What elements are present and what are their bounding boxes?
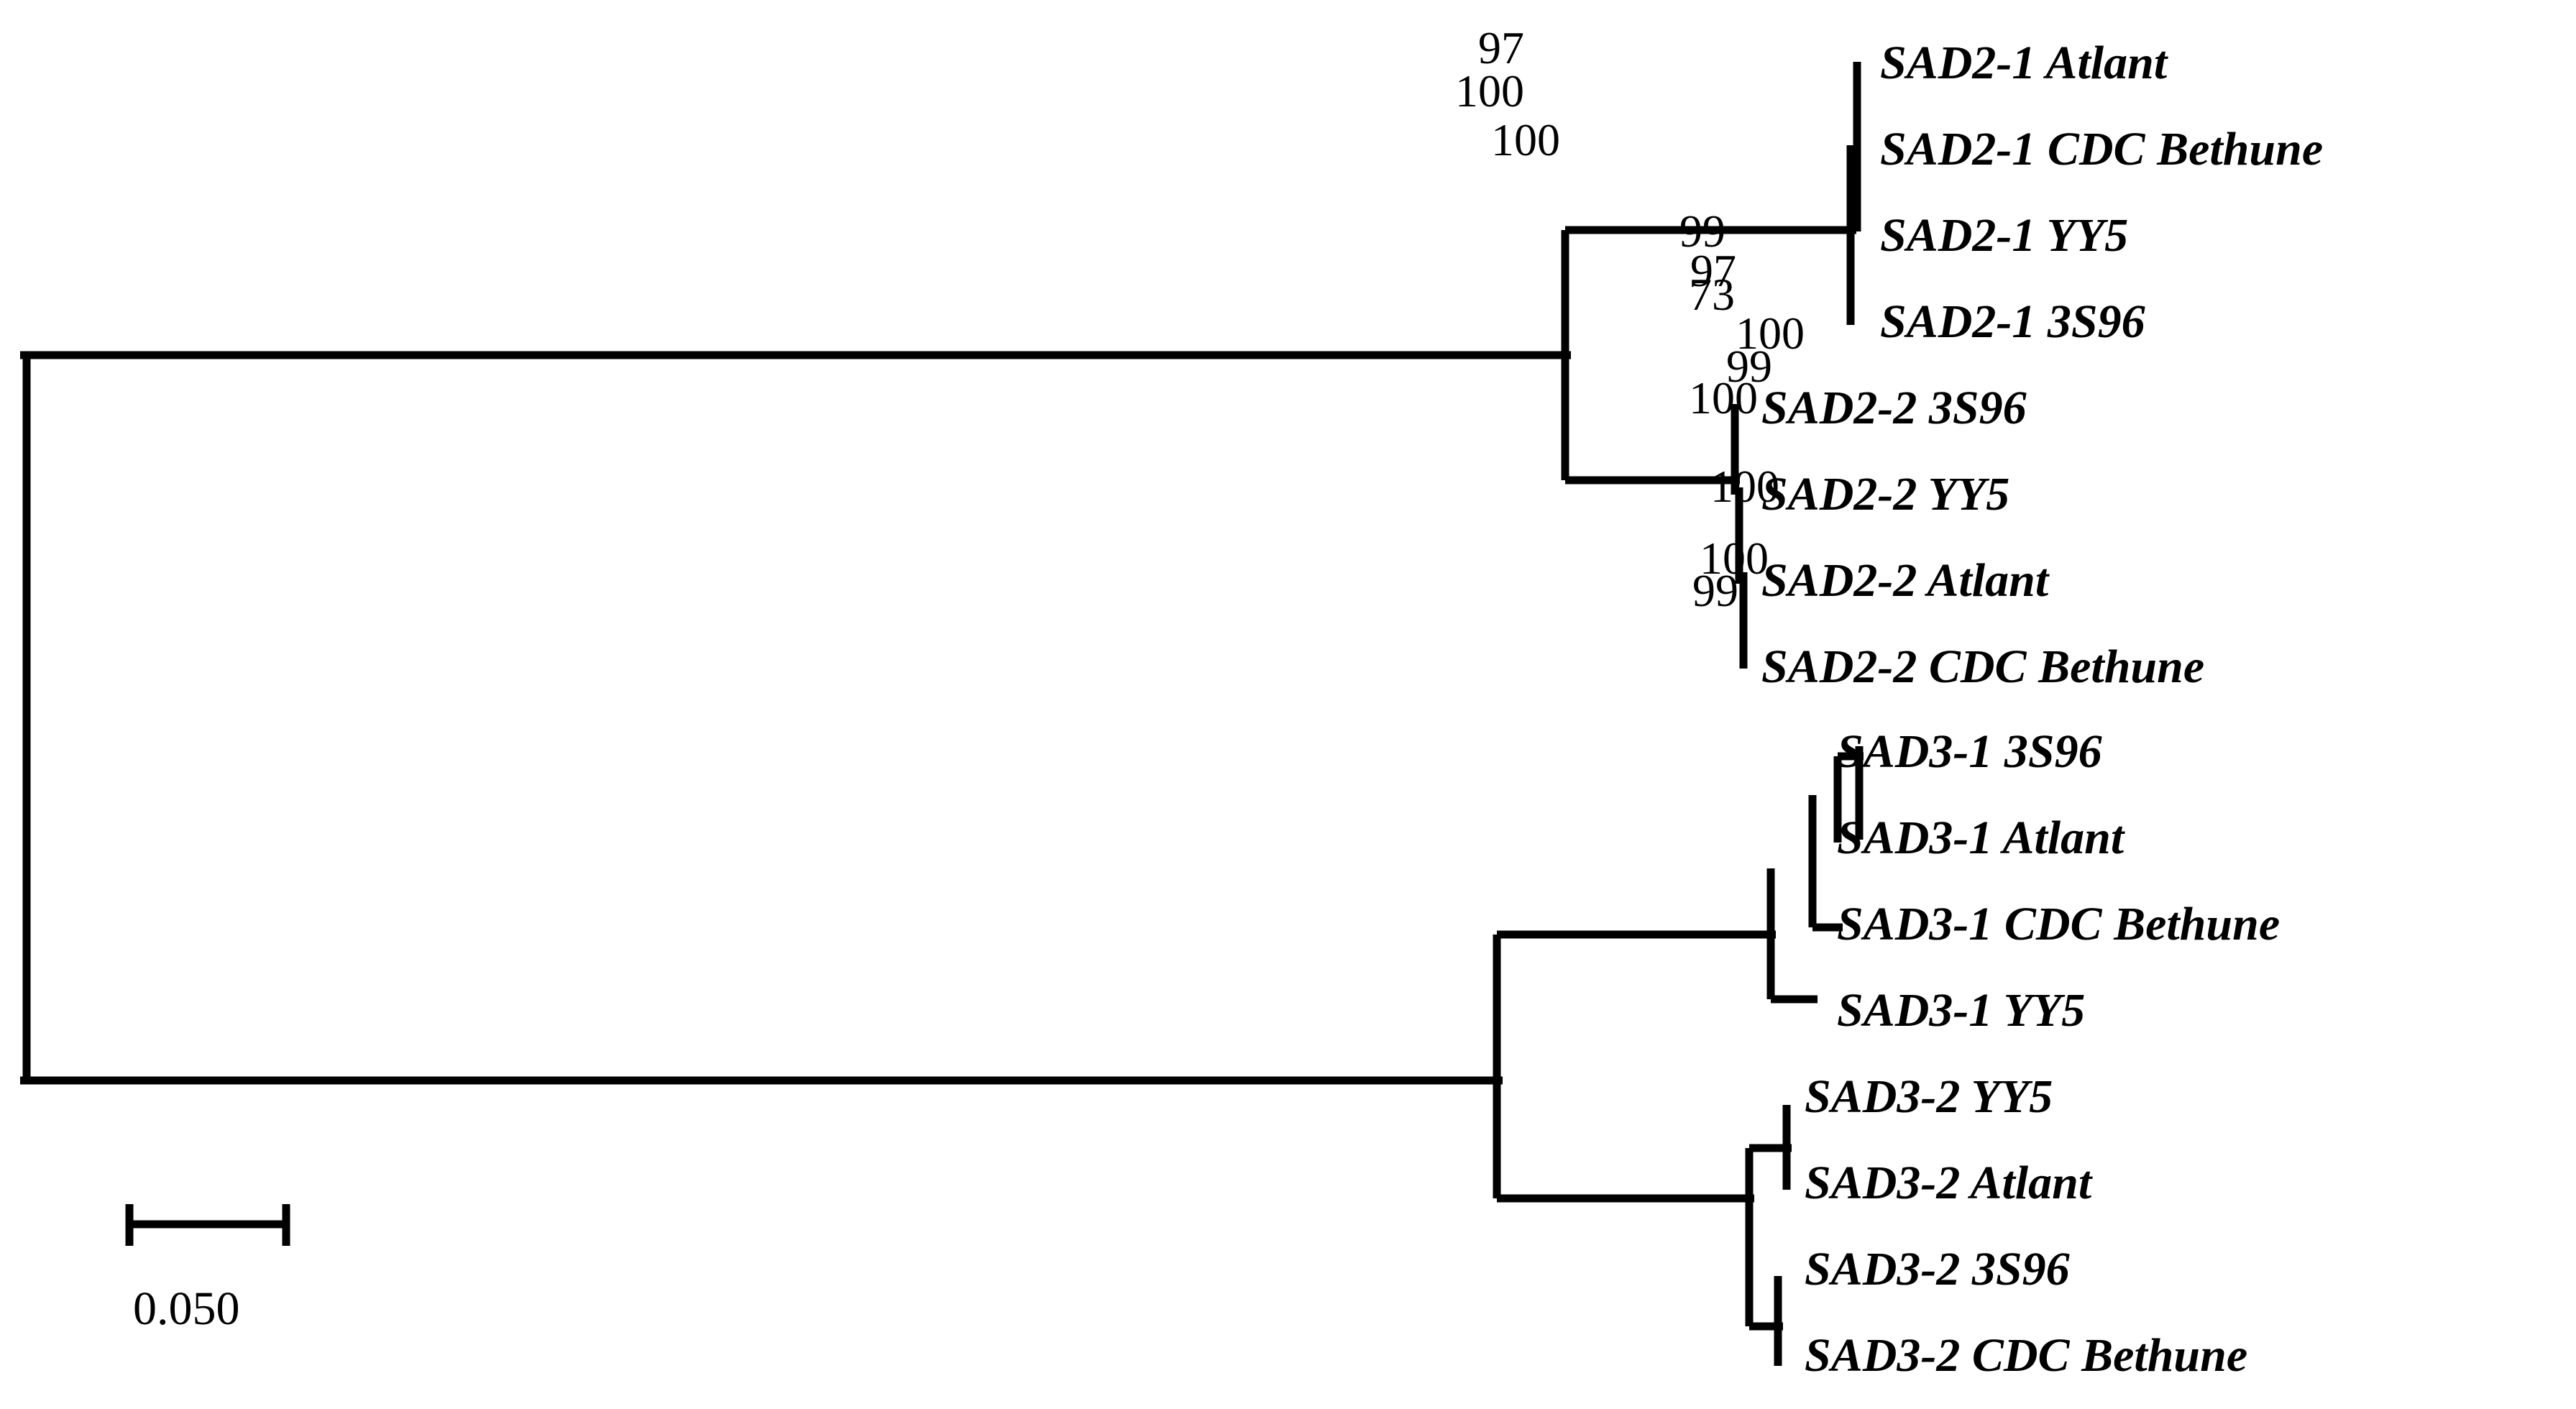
tip-label-sad2-1-3s96: SAD2-1 3S96 xyxy=(1880,295,2145,348)
tip-label-sad2-2-atlant: SAD2-2 Atlant xyxy=(1761,554,2049,607)
support-value-sad3-2-lower: 100 xyxy=(1700,533,1769,584)
tip-label-sad3-1-3s96: SAD3-1 3S96 xyxy=(1837,725,2102,778)
tip-label-sad2-2-3s96: SAD2-2 3S96 xyxy=(1761,382,2027,434)
support-value-sad3-1-mid: 99 xyxy=(1726,341,1772,392)
tip-label-sad2-2-cdc-bethune: SAD2-2 CDC Bethune xyxy=(1761,641,2205,693)
support-value-sad2-2-outer: 99 xyxy=(1679,206,1725,257)
support-value-sad2-2-mid: 97 xyxy=(1690,245,1736,296)
tip-label-sad3-1-cdc-bethune: SAD3-1 CDC Bethune xyxy=(1837,898,2281,950)
support-value-sad3-2-inner: 99 xyxy=(1692,565,1738,616)
support-value-sad2-1: 100 xyxy=(1455,65,1524,116)
support-value-sad2-2-inner: 73 xyxy=(1689,269,1735,320)
tip-label-sad2-2-yy5: SAD2-2 YY5 xyxy=(1761,468,2010,520)
support-value-sad2: 100 xyxy=(1491,114,1560,165)
support-value-sad3-1: 100 xyxy=(1689,372,1758,423)
tip-label-sad2-1-yy5: SAD2-1 YY5 xyxy=(1880,209,2129,262)
support-value-sad2-1-inner: 97 xyxy=(1478,22,1524,73)
tip-label-sad3-1-yy5: SAD3-1 YY5 xyxy=(1837,984,2086,1037)
tip-label-sad3-1-atlant: SAD3-1 Atlant xyxy=(1837,812,2124,864)
support-value-sad3-2-upper: 100 xyxy=(1710,461,1779,512)
tip-label-sad3-2-cdc-bethune: SAD3-2 CDC Bethune xyxy=(1805,1329,2248,1382)
scale-bar-label: 0.050 xyxy=(133,1282,240,1335)
tip-label-sad3-2-yy5: SAD3-2 YY5 xyxy=(1805,1070,2053,1123)
support-value-sad3-1-inner: 100 xyxy=(1736,308,1805,359)
tip-label-sad3-2-3s96: SAD3-2 3S96 xyxy=(1805,1243,2070,1295)
tip-label-sad3-2-atlant: SAD3-2 Atlant xyxy=(1805,1157,2092,1209)
tip-label-sad2-1-cdc-bethune: SAD2-1 CDC Bethune xyxy=(1880,123,2324,175)
tip-label-sad2-1-atlant: SAD2-1 Atlant xyxy=(1880,37,2168,89)
